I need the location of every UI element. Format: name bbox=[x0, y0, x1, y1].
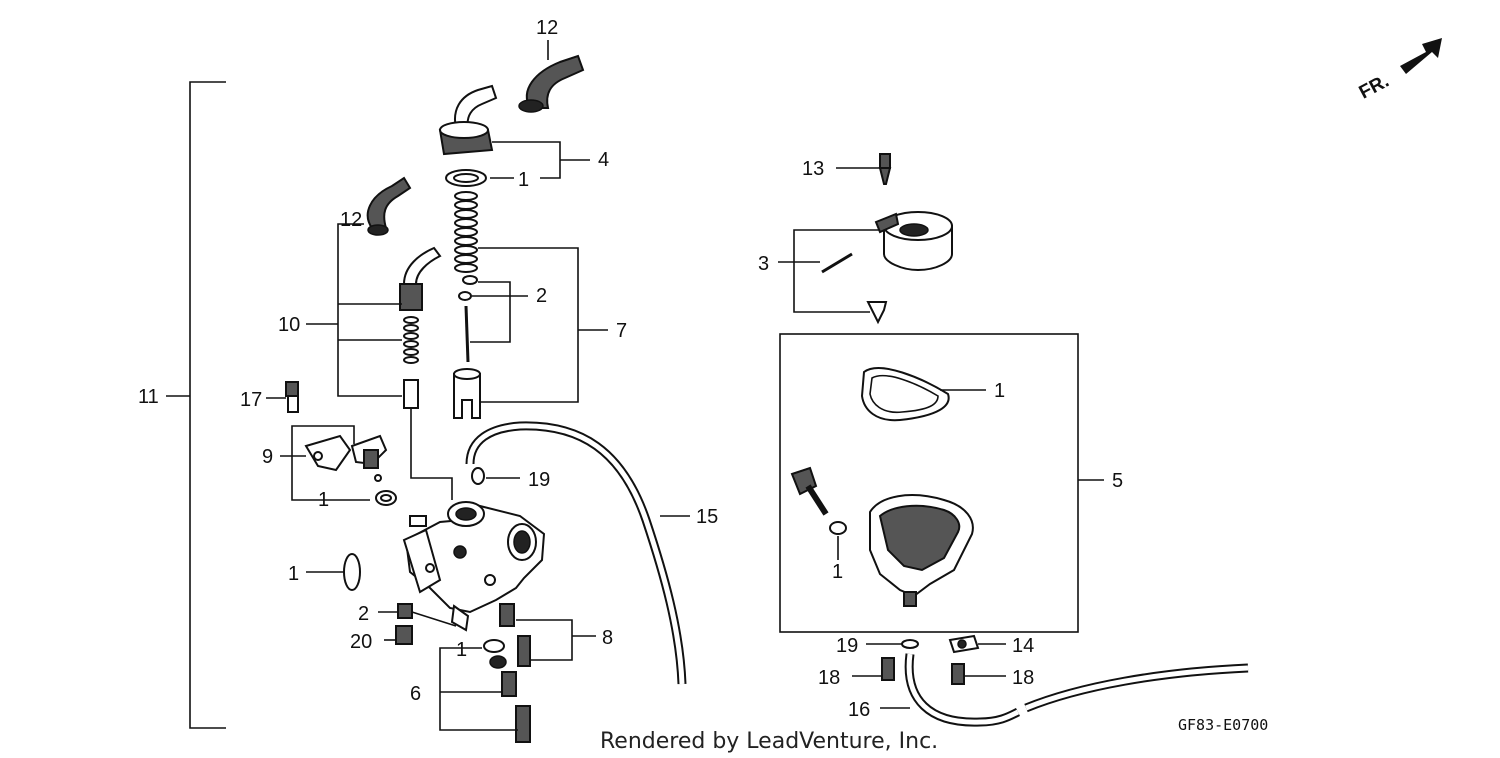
callout-1-gasket: 1 bbox=[994, 380, 1005, 402]
callout-1-lower: 1 bbox=[456, 639, 467, 661]
callout-6: 6 bbox=[410, 683, 421, 705]
callout-7: 7 bbox=[616, 320, 627, 342]
callout-1-top: 1 bbox=[518, 169, 529, 191]
hose-clamp-part bbox=[948, 634, 980, 654]
screw-18-right-part bbox=[951, 663, 965, 685]
screw-18-left-part bbox=[881, 657, 895, 681]
callout-3: 3 bbox=[758, 253, 769, 275]
front-direction-arrow-icon: FR. bbox=[1356, 38, 1442, 104]
assembly-bracket-11 bbox=[166, 81, 226, 729]
callout-12-top: 12 bbox=[536, 17, 558, 39]
callout-17: 17 bbox=[240, 389, 262, 411]
main-jet-part bbox=[395, 603, 413, 645]
callout-19-left: 19 bbox=[528, 469, 550, 491]
jet-needle-part bbox=[458, 275, 478, 363]
fuel-hose-part bbox=[465, 421, 687, 685]
float-chamber-bowl-part bbox=[869, 494, 974, 607]
throttle-valve-part bbox=[453, 368, 481, 419]
callout-10: 10 bbox=[278, 314, 300, 336]
vent-screw-part bbox=[878, 153, 892, 185]
callout-2-lower: 2 bbox=[358, 603, 369, 625]
callout-12-left: 12 bbox=[340, 209, 362, 231]
callout-20: 20 bbox=[350, 631, 372, 653]
float-part bbox=[821, 211, 953, 325]
callout-11: 11 bbox=[138, 386, 159, 408]
render-credit: Rendered by LeadVenture, Inc. bbox=[600, 729, 938, 754]
callout-8: 8 bbox=[602, 627, 613, 649]
o-ring-part bbox=[343, 553, 361, 591]
callout-9: 9 bbox=[262, 446, 273, 468]
air-screw-part bbox=[285, 381, 299, 413]
callout-5: 5 bbox=[1112, 470, 1123, 492]
drain-screw-part bbox=[790, 466, 847, 535]
callout-2-top: 2 bbox=[536, 285, 547, 307]
float-chamber-set-box bbox=[779, 333, 1079, 633]
carburetor-top-cap-part bbox=[438, 84, 498, 187]
drain-tube-part bbox=[904, 653, 1249, 727]
callout-1-washer: 1 bbox=[832, 561, 843, 583]
left-elbow-tube-part bbox=[366, 176, 412, 236]
callout-4: 4 bbox=[598, 149, 609, 171]
carburetor-body-part bbox=[402, 501, 546, 632]
diagram-code: GF83-E0700 bbox=[1178, 716, 1268, 734]
callout-15: 15 bbox=[696, 506, 718, 528]
callout-18-right: 18 bbox=[1012, 667, 1034, 689]
callout-18-left: 18 bbox=[818, 667, 840, 689]
callout-19-right: 19 bbox=[836, 635, 858, 657]
callout-13: 13 bbox=[802, 158, 824, 180]
callout-14: 14 bbox=[1012, 635, 1034, 657]
callout-16: 16 bbox=[848, 699, 870, 721]
callout-1-oring: 1 bbox=[288, 563, 299, 585]
choke-plunger-part bbox=[399, 246, 442, 409]
front-label: FR. bbox=[1356, 71, 1393, 104]
fuel-fitting-part bbox=[304, 434, 388, 482]
throttle-spring-part bbox=[454, 191, 478, 273]
callout-1-left: 1 bbox=[318, 489, 329, 511]
idle-screw-part bbox=[483, 603, 531, 743]
elbow-tube-part bbox=[518, 54, 585, 113]
hose-clip-part bbox=[901, 639, 919, 649]
